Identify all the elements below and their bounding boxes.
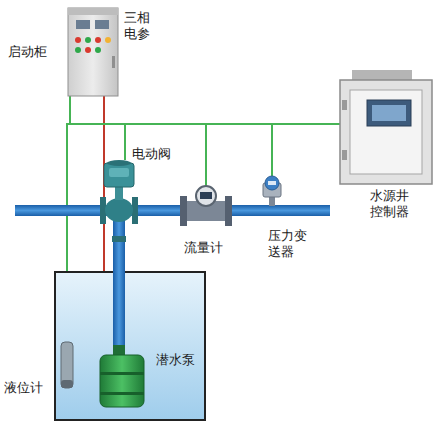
pressure-transmitter: 压力变 送器 bbox=[258, 176, 286, 210]
flow-meter: 流量计 bbox=[180, 186, 232, 230]
device-label: 压力变 送器 bbox=[268, 228, 307, 261]
electric-valve: 电动阀 bbox=[100, 160, 140, 258]
device-label: 三相 电参 bbox=[124, 10, 150, 43]
device-label: 潜水泵 bbox=[156, 352, 195, 368]
well-controller: 水源井 控制器 bbox=[340, 78, 432, 186]
device-label: 启动柜 bbox=[8, 44, 47, 60]
level-gauge: 液位计 bbox=[60, 340, 74, 390]
signal-wire bbox=[70, 96, 340, 124]
device-label: 流量计 bbox=[184, 240, 223, 256]
signal-wire bbox=[272, 124, 340, 176]
start-cabinet: 启动柜三相 电参 bbox=[68, 8, 118, 96]
device-label: 液位计 bbox=[4, 380, 43, 396]
submersible-pump: 潜水泵 bbox=[98, 352, 148, 410]
device-label: 水源井 控制器 bbox=[370, 188, 409, 221]
device-label: 电动阀 bbox=[132, 146, 171, 162]
